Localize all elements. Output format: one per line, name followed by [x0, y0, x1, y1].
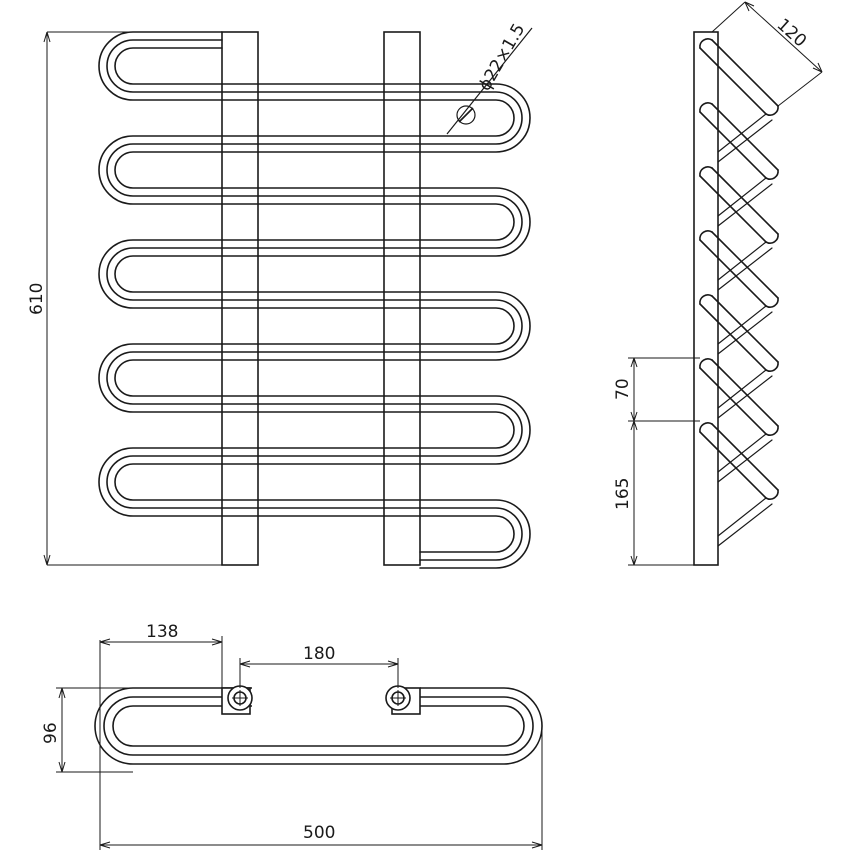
top-tube-loop — [94, 687, 543, 765]
height-dimension-label: 610 — [27, 283, 47, 315]
right-mounting-post — [383, 31, 421, 566]
serpentine-tube — [98, 31, 531, 569]
side-depth-dimension — [711, 1, 823, 107]
side-vertical-dimensions — [628, 357, 700, 566]
top-view: 138 180 96 500 — [41, 622, 543, 850]
top-center-dimension — [239, 658, 399, 688]
front-view: ϕ22×1.5 610 — [27, 20, 533, 569]
top-depth-dimension — [56, 687, 222, 773]
top-width-dimension — [99, 640, 543, 850]
side-bottom-label: 165 — [613, 478, 633, 510]
top-mount-left — [221, 685, 253, 715]
tube-diameter-callout — [446, 27, 533, 135]
side-view: 120 70 165 — [613, 1, 823, 566]
top-offset-label: 138 — [146, 622, 178, 642]
tube-diameter-label: ϕ22×1.5 — [475, 20, 529, 94]
top-depth-label: 96 — [41, 722, 61, 744]
side-pitch-label: 70 — [613, 378, 633, 400]
side-rungs — [699, 38, 779, 547]
height-dimension — [43, 31, 222, 566]
left-mounting-post — [221, 31, 259, 566]
top-offset-dimension — [99, 636, 223, 688]
top-mount-right — [385, 685, 421, 715]
top-width-label: 500 — [303, 823, 335, 843]
side-depth-label: 120 — [773, 15, 811, 52]
top-center-label: 180 — [303, 644, 335, 664]
side-wall-post — [693, 31, 719, 566]
